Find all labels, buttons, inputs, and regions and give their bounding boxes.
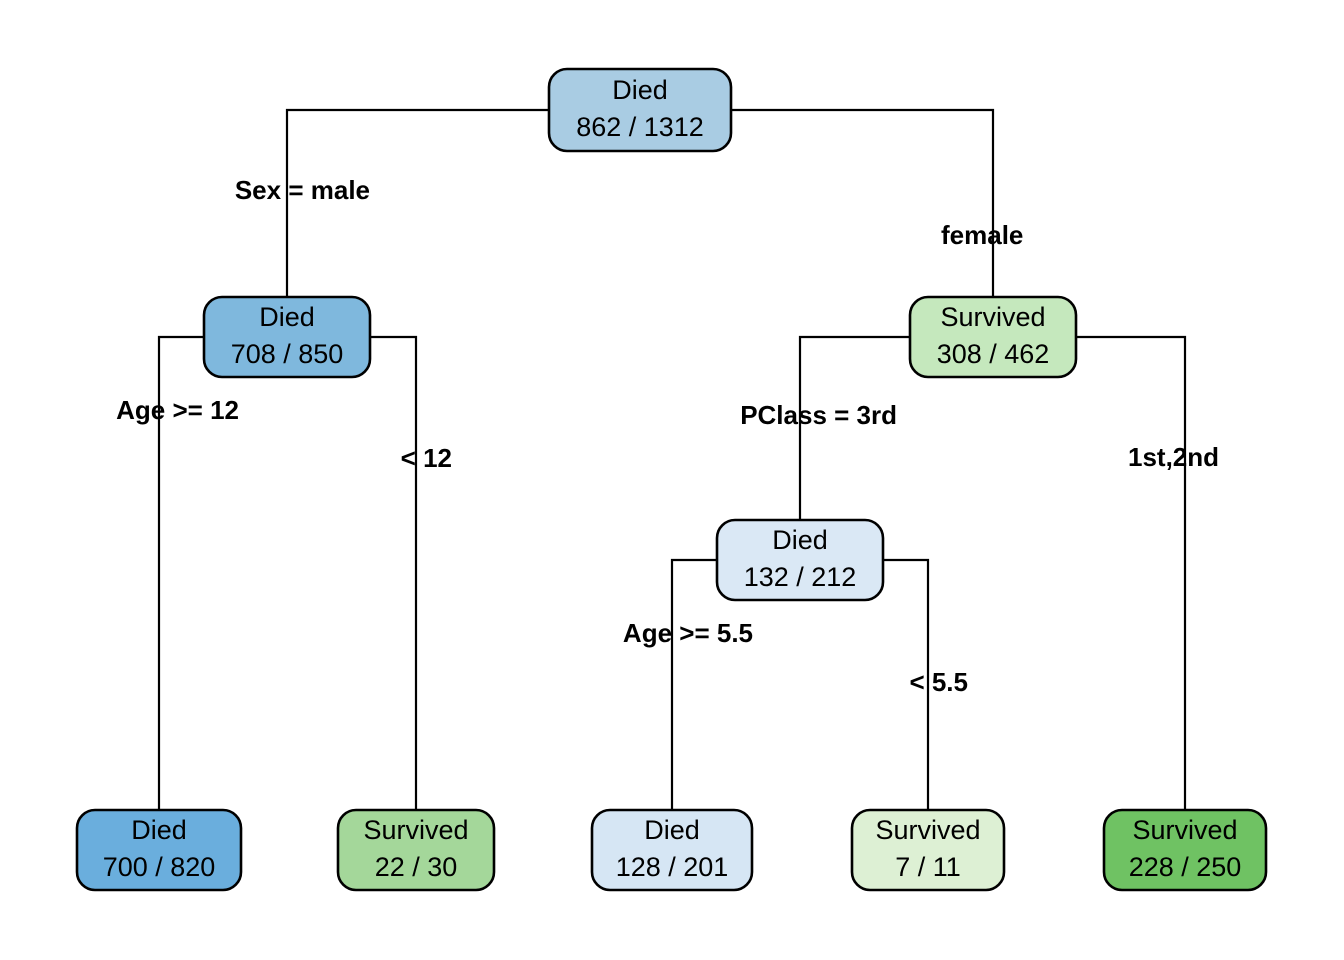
node-class-label-female_3rd_age_ge_55: Died [644, 815, 700, 845]
edges-layer [157, 108, 1187, 810]
tree-node-male[interactable]: Died 708 / 850 [202, 295, 372, 379]
edge-label-female-left: PClass = 3rd [740, 400, 897, 430]
tree-node-root[interactable]: Died 862 / 1312 [547, 67, 733, 153]
node-box-female [908, 295, 1078, 379]
node-box-female_3rd [715, 518, 885, 602]
node-class-label-female: Survived [940, 302, 1045, 332]
node-class-label-female_1st_2nd: Survived [1132, 815, 1237, 845]
edge-label-root-male: Sex = male [235, 175, 370, 205]
node-class-label-male_age_ge_12: Died [131, 815, 187, 845]
node-box-female_3rd_age_ge_55 [590, 808, 754, 892]
node-box-male_age_lt_12 [336, 808, 496, 892]
node-box-root [547, 67, 733, 153]
node-class-label-male_age_lt_12: Survived [363, 815, 468, 845]
edge-label-female-right: 1st,2nd [1128, 442, 1219, 472]
tree-edge-third-left [670, 558, 717, 810]
tree-edge-male-left [157, 335, 204, 810]
tree-edge-root-male [285, 108, 549, 297]
node-counts-female_3rd: 132 / 212 [744, 562, 857, 592]
node-counts-male_age_ge_12: 700 / 820 [103, 852, 216, 882]
tree-edge-root-female [731, 108, 995, 297]
node-class-label-female_3rd_age_lt_55: Survived [875, 815, 980, 845]
edge-label-male-right: < 12 [401, 443, 452, 473]
node-box-female_1st_2nd [1102, 808, 1268, 892]
tree-node-female[interactable]: Survived 308 / 462 [908, 295, 1078, 379]
tree-node-female_3rd[interactable]: Died 132 / 212 [715, 518, 885, 602]
edge-label-third-right: < 5.5 [909, 667, 968, 697]
tree-node-female_3rd_age_lt_55[interactable]: Survived 7 / 11 [850, 808, 1006, 892]
node-counts-female_3rd_age_lt_55: 7 / 11 [895, 852, 961, 882]
node-counts-male: 708 / 850 [231, 339, 344, 369]
node-counts-female: 308 / 462 [937, 339, 1050, 369]
tree-edge-female-left [798, 335, 910, 520]
edge-label-male-left: Age >= 12 [116, 395, 239, 425]
tree-edge-female-right [1076, 335, 1187, 810]
node-class-label-male: Died [259, 302, 315, 332]
node-counts-root: 862 / 1312 [576, 112, 704, 142]
node-class-label-root: Died [612, 75, 668, 105]
node-counts-female_3rd_age_ge_55: 128 / 201 [616, 852, 729, 882]
edge-label-third-left: Age >= 5.5 [623, 618, 753, 648]
edge-label-root-female: female [941, 220, 1023, 250]
tree-node-male_age_lt_12[interactable]: Survived 22 / 30 [336, 808, 496, 892]
tree-edge-third-right [883, 558, 930, 810]
node-class-label-female_3rd: Died [772, 525, 828, 555]
node-box-male [202, 295, 372, 379]
tree-node-female_3rd_age_ge_55[interactable]: Died 128 / 201 [590, 808, 754, 892]
node-box-female_3rd_age_lt_55 [850, 808, 1006, 892]
node-counts-male_age_lt_12: 22 / 30 [375, 852, 458, 882]
tree-node-male_age_ge_12[interactable]: Died 700 / 820 [75, 808, 243, 892]
tree-edge-male-right [370, 335, 418, 810]
node-counts-female_1st_2nd: 228 / 250 [1129, 852, 1242, 882]
node-box-male_age_ge_12 [75, 808, 243, 892]
tree-node-female_1st_2nd[interactable]: Survived 228 / 250 [1102, 808, 1268, 892]
